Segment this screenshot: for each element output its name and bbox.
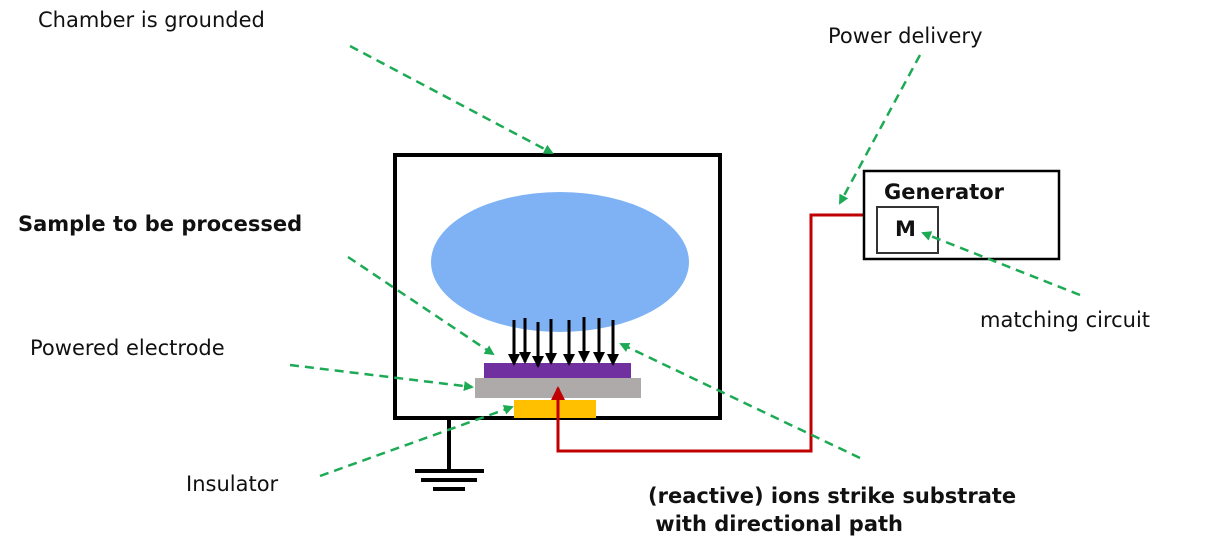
ion-arrows [508, 317, 619, 368]
annotation-arrows [289, 44, 1081, 478]
ions-label-line1: (reactive) ions strike substrate [648, 484, 1017, 508]
insulator-pointer [319, 405, 514, 478]
plasma-glow [431, 192, 689, 332]
generator-label: Generator [884, 180, 1005, 204]
chamber-grounded-label: Chamber is grounded [38, 8, 265, 32]
chamber-pointer [349, 44, 554, 155]
powered-electrode-label: Powered electrode [30, 336, 225, 360]
insulator-block [514, 400, 596, 418]
ground-symbol [415, 418, 484, 491]
sample-label: Sample to be processed [18, 212, 303, 236]
power-line [556, 213, 864, 453]
insulator-label: Insulator [186, 472, 279, 496]
power-delivery-label: Power delivery [828, 24, 983, 48]
sample-substrate [484, 363, 631, 379]
ions-label-line2: with directional path [648, 512, 903, 536]
matching-box-label: M [895, 217, 916, 241]
power-delivery-pointer [838, 54, 922, 205]
matching-pointer [921, 231, 1081, 297]
matching-box [876, 206, 939, 254]
electrode-pointer [289, 363, 474, 392]
matching-circuit-label: matching circuit [980, 308, 1151, 332]
